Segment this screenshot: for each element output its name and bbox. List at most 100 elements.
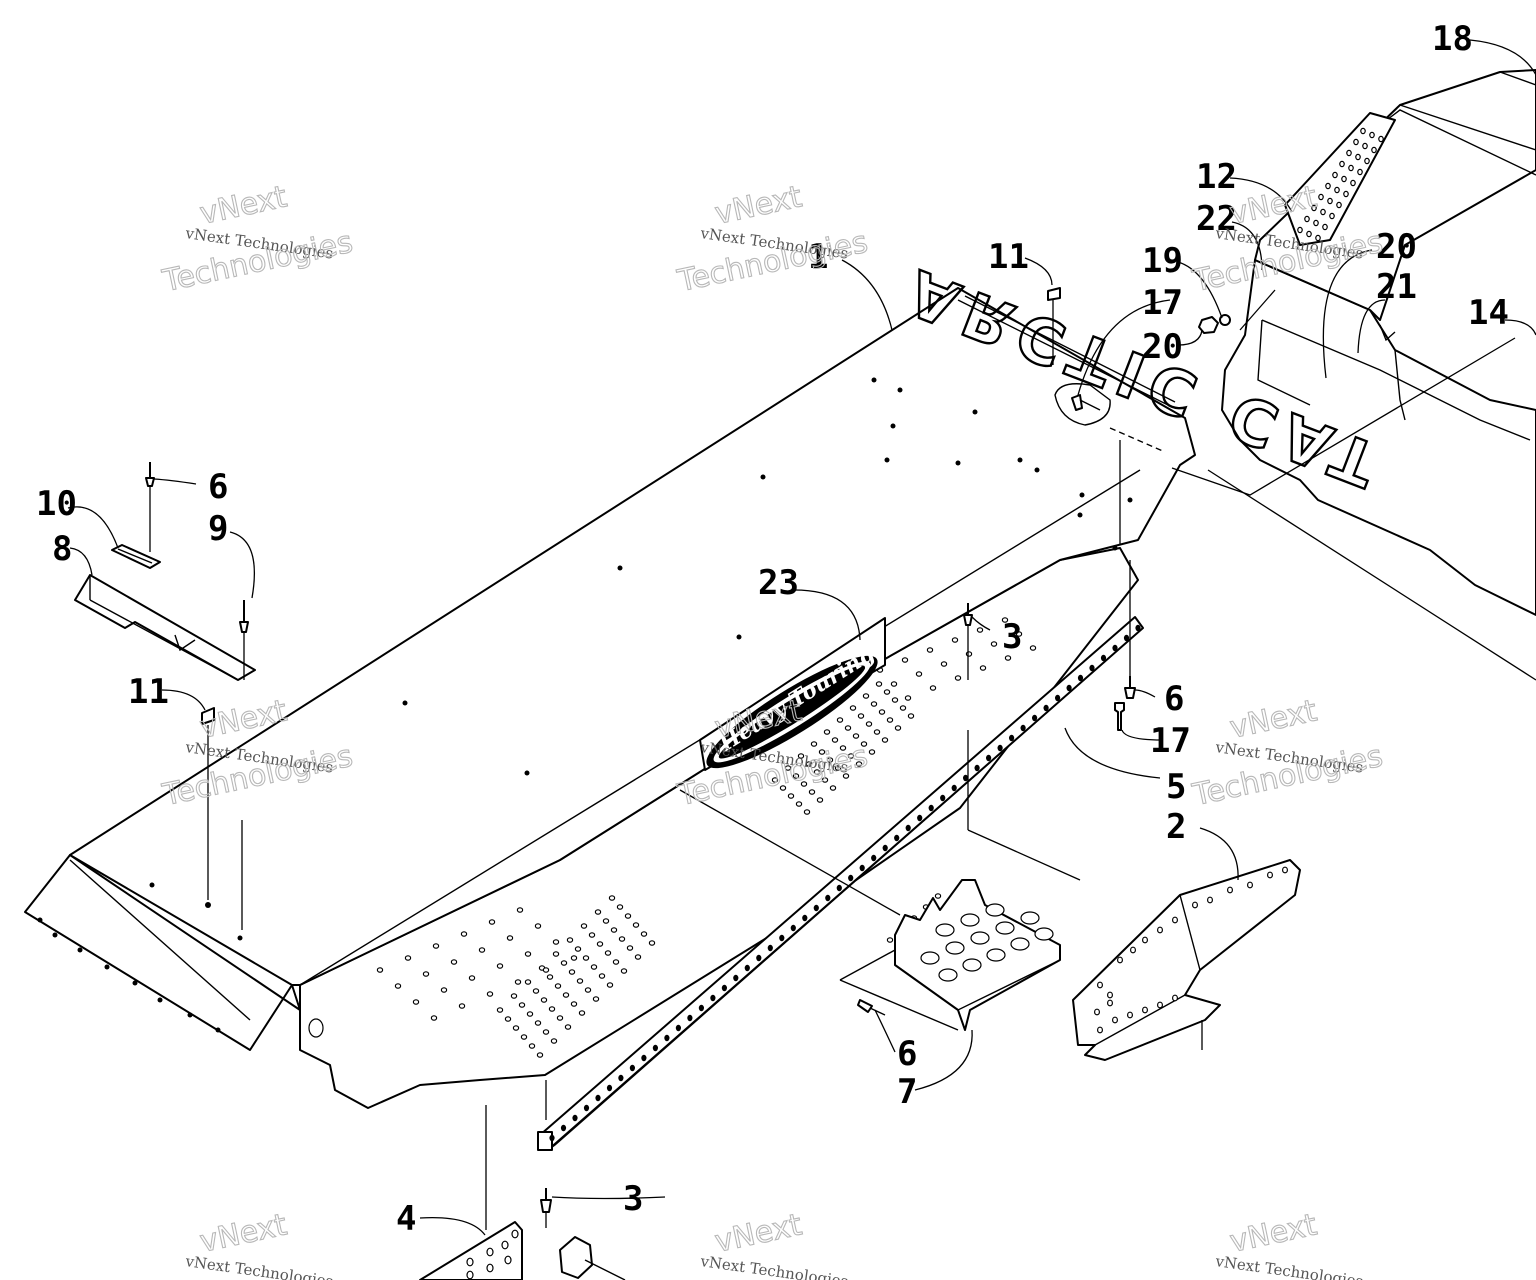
hole — [560, 960, 568, 966]
hole — [848, 874, 854, 882]
hole — [1020, 724, 1026, 732]
hole — [883, 689, 891, 695]
hole — [510, 993, 518, 999]
hole — [648, 940, 656, 946]
hole — [899, 705, 907, 711]
hole — [1141, 936, 1148, 944]
hole — [960, 913, 980, 927]
callout-22: 22 — [1196, 199, 1237, 239]
plate-part-4 — [419, 1221, 523, 1280]
hole — [1055, 694, 1061, 702]
hole — [552, 951, 560, 957]
hole — [504, 1016, 512, 1022]
hole — [606, 1084, 613, 1092]
hole — [917, 814, 923, 822]
callout-1: 1 — [808, 237, 828, 277]
hole — [1360, 127, 1366, 135]
hole — [430, 1015, 438, 1021]
hole — [592, 996, 600, 1002]
hole — [594, 909, 602, 915]
hole — [1334, 186, 1340, 194]
hole — [1029, 645, 1037, 651]
hole — [640, 931, 648, 937]
hole — [632, 922, 640, 928]
callout-6-bottom: 6 — [897, 1034, 917, 1074]
hole — [542, 1029, 550, 1035]
hole — [891, 697, 899, 703]
hole — [520, 1034, 528, 1040]
hole — [486, 1247, 494, 1257]
hole — [1297, 226, 1303, 234]
hole — [1015, 631, 1023, 637]
callout-17-top: 17 — [1142, 283, 1183, 323]
hole — [1129, 946, 1136, 954]
hole — [1311, 204, 1317, 212]
hole — [612, 959, 620, 965]
hole — [825, 894, 831, 902]
hole — [805, 761, 813, 767]
hole — [886, 717, 894, 723]
hole — [940, 661, 948, 667]
hole — [875, 681, 883, 687]
hole — [606, 982, 614, 988]
callout-6-left: 6 — [208, 467, 228, 507]
hole — [1332, 171, 1338, 179]
hole — [548, 1006, 556, 1012]
hole — [771, 777, 779, 783]
hole — [816, 797, 824, 803]
hole — [951, 784, 957, 792]
hole — [1112, 644, 1118, 652]
hole — [784, 765, 792, 771]
hole — [468, 975, 476, 981]
hole — [1141, 1006, 1148, 1014]
hole — [1032, 714, 1038, 722]
hole — [506, 935, 514, 941]
plate-part-10 — [111, 544, 161, 569]
hole — [839, 745, 847, 751]
hole — [550, 1038, 558, 1044]
hole — [756, 954, 762, 962]
hole — [928, 804, 934, 812]
hole — [1001, 617, 1009, 623]
plate-4-holes — [466, 1229, 519, 1280]
flap-clip — [1379, 324, 1396, 342]
callout-14: 14 — [1468, 293, 1509, 333]
hole — [792, 773, 800, 779]
hole — [422, 971, 430, 977]
hole — [634, 954, 642, 960]
hole — [1077, 674, 1084, 682]
hole — [803, 809, 811, 815]
hole — [549, 1134, 555, 1142]
hole — [878, 709, 886, 715]
hole — [542, 967, 550, 973]
hole — [979, 665, 987, 671]
hole — [583, 1104, 590, 1112]
hole — [934, 893, 942, 899]
hole — [568, 969, 576, 975]
hole — [1353, 138, 1359, 146]
hole — [554, 983, 562, 989]
hole — [951, 637, 959, 643]
hole — [610, 927, 618, 933]
hole — [496, 963, 504, 969]
hole — [1362, 142, 1368, 150]
hole — [540, 997, 548, 1003]
hole — [458, 1003, 466, 1009]
hole — [1336, 201, 1342, 209]
tunnel-light-hole — [308, 1018, 324, 1038]
callout-2: 2 — [1166, 807, 1186, 847]
hole — [834, 765, 842, 771]
hole — [873, 729, 881, 735]
hole — [882, 844, 888, 852]
hole — [578, 1010, 586, 1016]
hole — [1339, 160, 1345, 168]
hole — [595, 1094, 601, 1102]
hole — [564, 1024, 572, 1030]
hole — [894, 834, 900, 842]
hole — [986, 754, 992, 762]
hole — [1020, 911, 1040, 925]
callout-3-bottom: 3 — [623, 1179, 643, 1219]
hole — [566, 937, 574, 943]
hole — [1371, 146, 1377, 154]
